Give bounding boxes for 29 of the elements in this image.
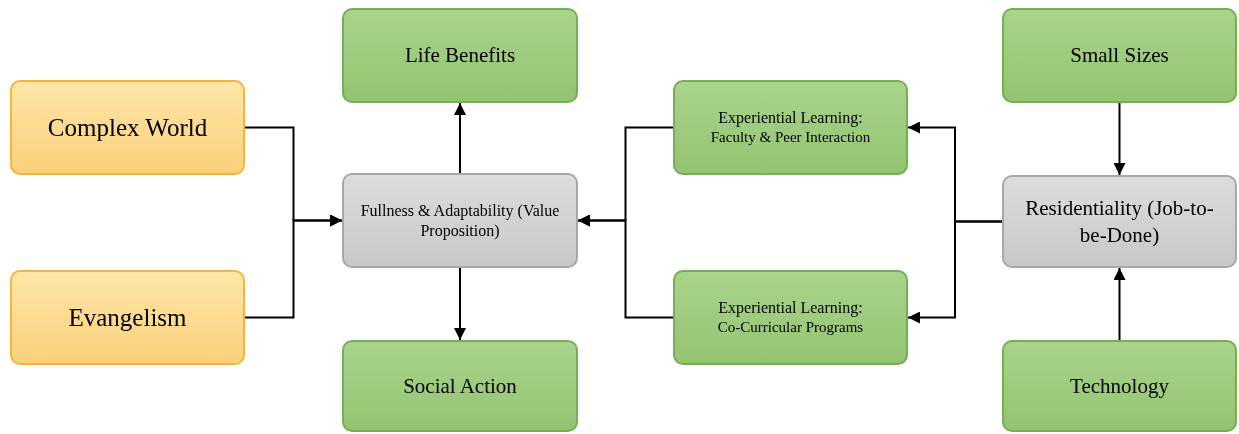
process-box bbox=[10, 270, 245, 365]
arrow bbox=[577, 214, 674, 319]
central-box bbox=[1002, 175, 1237, 268]
box-label: Fullness & Adaptability (Value Proposition) bbox=[359, 200, 561, 241]
box-text: Faculty & Peer Interaction bbox=[710, 128, 871, 147]
box-heading: Experiential Learning: bbox=[718, 298, 863, 319]
process-box bbox=[673, 270, 908, 365]
box-label: Technology bbox=[1070, 372, 1169, 400]
box-label: Life Benefits bbox=[404, 42, 516, 69]
box-heading: Experiential Learning: bbox=[718, 108, 863, 129]
process-box bbox=[1002, 340, 1237, 432]
process-box bbox=[1002, 8, 1237, 103]
box-label: Residentiality (Job-to-be-Done) bbox=[1024, 195, 1215, 248]
arrow bbox=[454, 102, 466, 174]
process-box bbox=[10, 80, 245, 175]
arrow bbox=[907, 220, 1003, 324]
box-label: Social Action bbox=[403, 372, 517, 400]
process-box bbox=[673, 80, 908, 175]
arrow bbox=[1113, 267, 1126, 341]
central-box bbox=[342, 173, 578, 268]
box-label: Small Sizes bbox=[1070, 42, 1169, 69]
arrow bbox=[244, 214, 343, 319]
process-box bbox=[342, 8, 578, 103]
arrow bbox=[454, 267, 466, 341]
box-label: Complex World bbox=[47, 112, 208, 143]
process-box bbox=[342, 340, 578, 432]
box-label: Evangelism bbox=[68, 302, 187, 333]
box-text: Co-Curricular Programs bbox=[717, 318, 864, 337]
arrow bbox=[1113, 102, 1126, 176]
